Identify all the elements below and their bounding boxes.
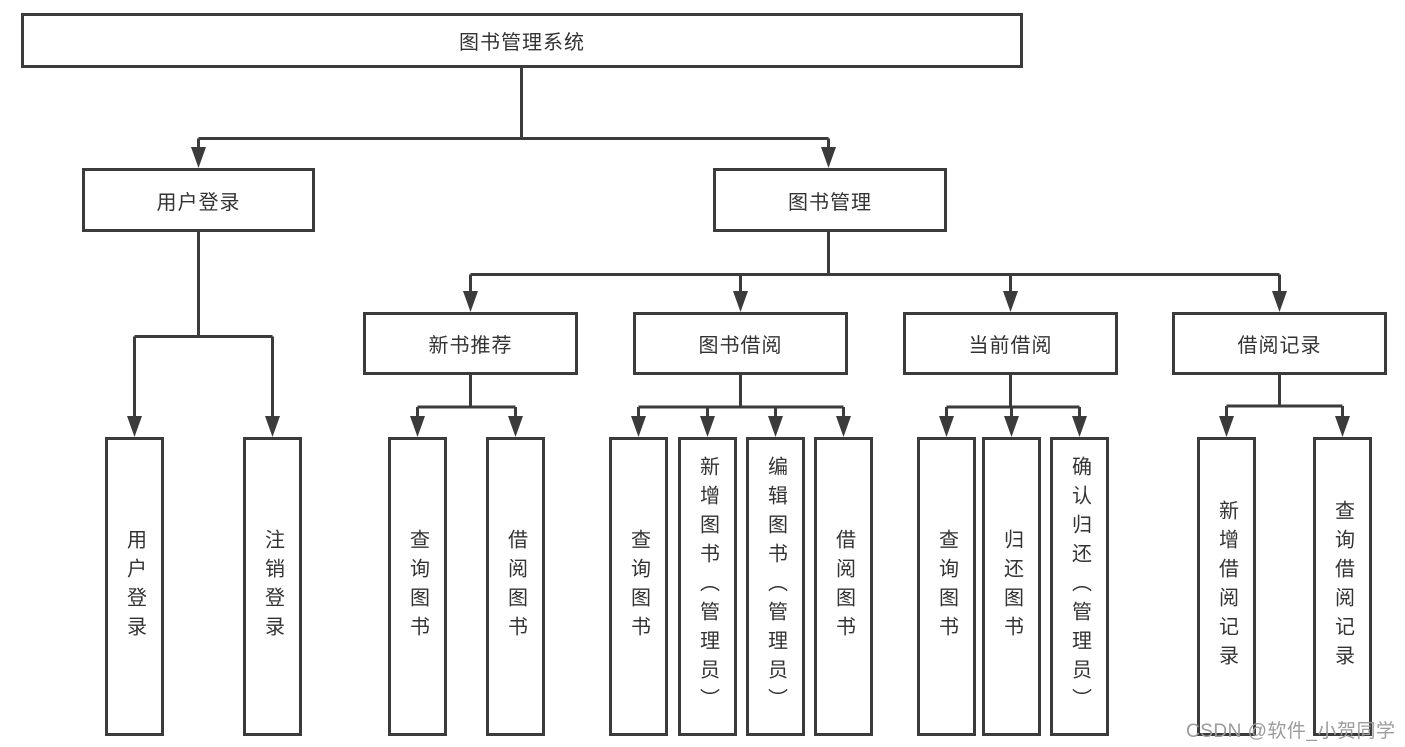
leaf-query-borrow-record: 查询借阅记录 — [1313, 437, 1372, 736]
leaf-edit-book-admin-label: 编辑图书（管理员） — [764, 456, 787, 717]
node-new-book-recommend: 新书推荐 — [363, 312, 578, 375]
leaf-borrow-borrow-book: 借阅图书 — [814, 437, 873, 736]
leaf-add-borrow-record: 新增借阅记录 — [1197, 437, 1256, 736]
leaf-current-query-book-label: 查询图书 — [935, 528, 958, 645]
leaf-logout: 注销登录 — [243, 437, 302, 736]
node-borrow-records: 借阅记录 — [1172, 312, 1387, 375]
node-user-login-label: 用户登录 — [156, 191, 241, 214]
node-new-book-recommend-label: 新书推荐 — [428, 335, 513, 357]
leaf-logout-label: 注销登录 — [261, 528, 284, 645]
leaf-return-book: 归还图书 — [982, 437, 1041, 736]
leaf-recommend-query-book: 查询图书 — [388, 437, 447, 736]
leaf-borrow-query-book: 查询图书 — [609, 437, 668, 736]
node-book-management: 图书管理 — [713, 168, 947, 232]
leaf-recommend-query-book-label: 查询图书 — [406, 528, 429, 645]
node-library-system-label: 图书管理系统 — [459, 32, 585, 54]
leaf-borrow-query-book-label: 查询图书 — [627, 528, 650, 645]
leaf-recommend-borrow-book: 借阅图书 — [486, 437, 545, 736]
leaf-recommend-borrow-book-label: 借阅图书 — [504, 528, 527, 645]
leaf-borrow-borrow-book-label: 借阅图书 — [832, 528, 855, 645]
leaf-user-login-label: 用户登录 — [123, 528, 146, 645]
node-book-borrow-label: 图书借阅 — [698, 335, 783, 357]
node-borrow-records-label: 借阅记录 — [1237, 335, 1322, 357]
leaf-edit-book-admin: 编辑图书（管理员） — [746, 437, 805, 736]
csdn-watermark: CSDN @软件_小贺同学 — [1186, 721, 1396, 742]
node-current-borrow: 当前借阅 — [903, 312, 1118, 375]
leaf-return-book-label: 归还图书 — [1000, 528, 1023, 645]
leaf-query-borrow-record-label: 查询借阅记录 — [1331, 499, 1354, 674]
leaf-user-login: 用户登录 — [105, 437, 164, 736]
leaf-add-book-admin-label: 新增图书（管理员） — [696, 456, 719, 717]
leaf-add-book-admin: 新增图书（管理员） — [678, 437, 737, 736]
node-book-management-label: 图书管理 — [788, 191, 872, 214]
node-book-borrow: 图书借阅 — [633, 312, 848, 375]
node-current-borrow-label: 当前借阅 — [968, 335, 1053, 357]
arrowheads — [127, 147, 1350, 437]
leaf-confirm-return-admin: 确认归还（管理员） — [1050, 437, 1109, 736]
leaf-confirm-return-admin-label: 确认归还（管理员） — [1068, 456, 1091, 717]
leaf-add-borrow-record-label: 新增借阅记录 — [1215, 499, 1238, 674]
node-library-system: 图书管理系统 — [21, 13, 1023, 68]
node-user-login: 用户登录 — [82, 168, 315, 232]
leaf-current-query-book: 查询图书 — [917, 437, 976, 736]
